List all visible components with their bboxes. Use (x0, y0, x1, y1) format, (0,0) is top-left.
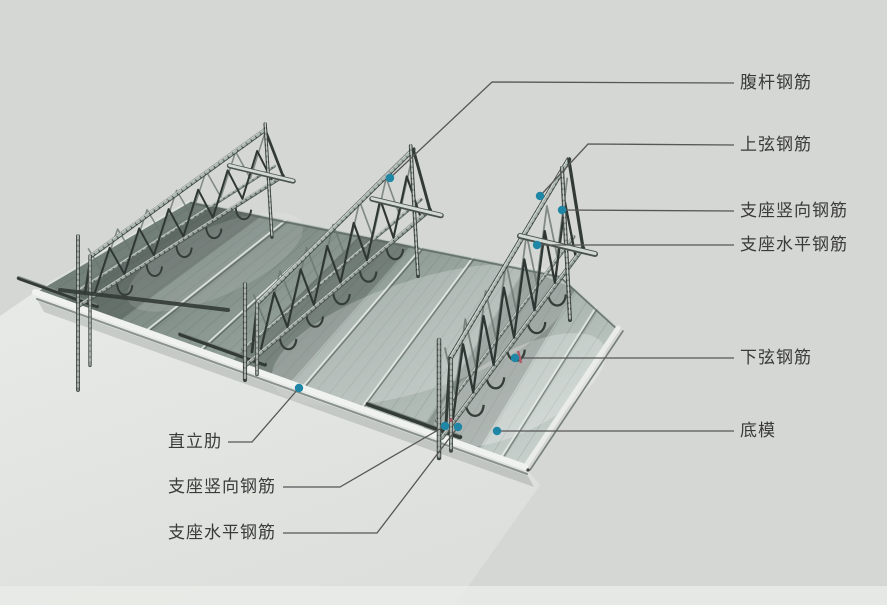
leader-lines (228, 81, 735, 534)
label-support-vertical-left: 支座竖向钢筋 (168, 477, 276, 496)
truss-right (365, 156, 598, 461)
marker-upright-rib (294, 383, 304, 393)
marker-dots (294, 173, 567, 436)
leader-support-vertical-right (561, 209, 735, 212)
red-mark (516, 350, 523, 364)
leader-support-horizontal-left (283, 426, 459, 534)
label-upright-rib: 直立肋 (168, 432, 222, 451)
marker-top-chord (535, 191, 545, 201)
label-top-chord: 上弦钢筋 (740, 135, 812, 154)
label-web-bar: 腹杆钢筋 (740, 73, 812, 92)
leader-web-bar (389, 81, 735, 179)
marker-bottom-chord (510, 353, 520, 363)
marker-bottom-form (492, 426, 502, 436)
leader-support-vertical-left (283, 425, 446, 488)
steel-trusses (16, 122, 598, 461)
marker-web-bar (385, 173, 395, 183)
label-bottom-chord: 下弦钢筋 (740, 348, 812, 367)
marker-support-horizontal-right (532, 240, 542, 250)
label-support-horizontal-left: 支座水平钢筋 (168, 523, 276, 542)
leader-top-chord (539, 143, 735, 197)
label-support-horizontal-right: 支座水平钢筋 (740, 235, 848, 254)
photo-foreground (0, 292, 887, 605)
leader-upright-rib (228, 387, 300, 443)
red-mark-small (449, 418, 453, 422)
marker-support-vertical-right (557, 205, 567, 215)
marker-support-horizontal-left (453, 422, 463, 432)
marker-support-vertical-left (440, 421, 450, 431)
label-support-vertical-right: 支座竖向钢筋 (740, 201, 848, 220)
label-bottom-form: 底模 (740, 421, 776, 440)
truss-left (16, 122, 296, 392)
